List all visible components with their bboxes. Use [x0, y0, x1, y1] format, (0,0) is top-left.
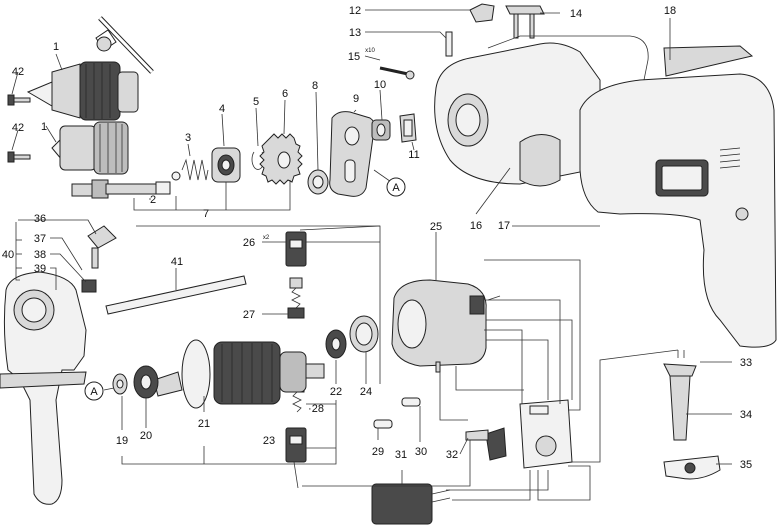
- depth-rod-drawing: [105, 275, 247, 315]
- leader-lines: [11, 9, 732, 501]
- label-35: 35: [740, 459, 752, 471]
- label-3: 3: [185, 132, 191, 144]
- label-31: 31: [395, 449, 407, 461]
- label-14: 14: [570, 8, 582, 20]
- label-11: 11: [408, 149, 419, 161]
- svg-text:A: A: [90, 386, 98, 398]
- label-12: 12: [349, 5, 361, 17]
- spindle-drawing: [71, 171, 181, 199]
- reference-marker-a-top: A: [386, 177, 406, 197]
- label-15: 15: [348, 51, 360, 63]
- label-42a: 42: [12, 66, 24, 78]
- label-41: 41: [171, 256, 183, 268]
- svg-text:A: A: [392, 182, 400, 194]
- label-37: 37: [34, 233, 46, 245]
- label-39: 39: [34, 263, 46, 275]
- label-6: 6: [282, 88, 288, 100]
- part-labels: 1 1 2 3 4 5 6 7 8 9 10 11 12 13 14 15 x1…: [2, 5, 752, 471]
- keyed-chuck-drawing: [26, 61, 139, 121]
- label-4: 4: [219, 103, 225, 115]
- label-17: 17: [498, 220, 510, 232]
- reference-marker-a-bottom: A: [84, 381, 104, 401]
- washer-8-drawing: [307, 169, 329, 195]
- switch-drawing: [465, 399, 573, 469]
- label-34: 34: [740, 409, 752, 421]
- screw-42-top-drawing: [7, 94, 31, 106]
- screw-15-drawing: [379, 66, 415, 80]
- quantity-15: x10: [365, 48, 375, 54]
- label-26: 26: [243, 237, 255, 249]
- gear-drawing: [259, 133, 303, 185]
- label-8: 8: [312, 80, 318, 92]
- brush-holder-23-drawing: [285, 427, 307, 489]
- bearing-clip-drawing: [399, 113, 417, 143]
- label-7: 7: [203, 208, 209, 220]
- capacitor-drawing: [371, 483, 451, 525]
- label-1b: 1: [41, 121, 47, 133]
- chuck-key-drawing: [95, 16, 154, 74]
- side-handle-drawing: [0, 225, 117, 505]
- label-42b: 42: [12, 122, 24, 134]
- label-29: 29: [372, 446, 384, 458]
- label-16: 16: [470, 220, 482, 232]
- stator-drawing: [391, 279, 501, 367]
- label-40: 40: [2, 249, 14, 261]
- label-25: 25: [430, 221, 442, 233]
- power-cable-drawing: [663, 350, 697, 441]
- connector-29-drawing: [373, 419, 393, 429]
- bracket-14-drawing: [505, 5, 545, 39]
- label-2: 2: [150, 194, 156, 206]
- spring-drawing: [181, 158, 209, 181]
- label-19: 19: [116, 435, 128, 447]
- label-36: 36: [34, 213, 46, 225]
- keyless-chuck-drawing: [51, 121, 129, 175]
- quantity-26: x2: [263, 235, 270, 241]
- needle-bearing-drawing: [371, 119, 391, 141]
- label-33: 33: [740, 357, 752, 369]
- bearing-sleeve-24-drawing: [349, 315, 379, 353]
- label-38: 38: [34, 249, 46, 261]
- label-9: 9: [353, 93, 359, 105]
- carbon-brush-27-drawing: [287, 277, 305, 319]
- bearing-20-drawing: [133, 365, 159, 399]
- label-23: 23: [263, 435, 275, 447]
- washer-19-drawing: [112, 373, 128, 395]
- label-27: 27: [243, 309, 255, 321]
- connector-30-drawing: [401, 361, 441, 407]
- label-20: 20: [140, 430, 152, 442]
- label-13: 13: [349, 27, 361, 39]
- label-18: 18: [664, 5, 676, 17]
- armature-drawing: [153, 339, 325, 409]
- cable-clamp-drawing: [663, 455, 721, 480]
- label-30: 30: [415, 446, 427, 458]
- gear-housing-drawing: [434, 35, 754, 187]
- label-32: 32: [446, 449, 458, 461]
- bearing-22-drawing: [325, 329, 347, 359]
- bearing-plate-drawing: [329, 111, 375, 197]
- label-10: 10: [374, 79, 386, 91]
- label-5: 5: [253, 96, 259, 108]
- bearing-4-drawing: [211, 147, 241, 183]
- label-22: 22: [330, 386, 342, 398]
- screw-42-bottom-drawing: [7, 151, 31, 163]
- label-28: ·28: [308, 403, 324, 415]
- label-1a: 1: [53, 41, 59, 53]
- motor-housing-drawing: [579, 73, 777, 348]
- label-24: 24: [360, 386, 372, 398]
- brush-holder-26-drawing: [285, 231, 307, 267]
- label-21: 21: [198, 418, 210, 430]
- clip-13-drawing: [445, 31, 453, 57]
- switch-lever-drawing: [469, 3, 495, 23]
